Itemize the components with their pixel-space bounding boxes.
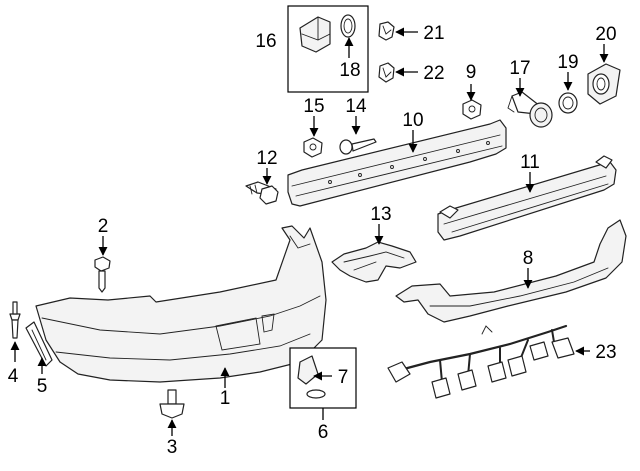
push-pin-14-drawing (339, 138, 377, 155)
callout-23: 23 (595, 342, 616, 363)
callout-13: 13 (370, 204, 391, 225)
callout-10: 10 (402, 110, 423, 131)
callout-2: 2 (98, 216, 109, 237)
nut-9-drawing (462, 99, 482, 120)
callouts: 1 2 3 4 5 6 7 8 9 10 11 12 13 14 15 16 1… (8, 23, 617, 458)
callout-22: 22 (423, 63, 444, 84)
sensor-ring-drawing (340, 14, 356, 38)
park-sensor-drawing (507, 91, 553, 128)
callout-21: 21 (423, 23, 444, 44)
impact-bar-holes (328, 141, 490, 184)
callout-4: 4 (8, 366, 19, 387)
nut-15-drawing (303, 137, 323, 158)
callout-6: 6 (318, 422, 329, 443)
callout-8: 8 (523, 248, 534, 269)
bolt-2-drawing (94, 256, 111, 293)
bumper-cover-drawing (35, 225, 327, 383)
callout-18: 18 (339, 60, 360, 81)
callout-5: 5 (37, 376, 48, 397)
callout-16: 16 (255, 31, 276, 52)
energy-absorber-drawing (437, 155, 617, 241)
callout-14: 14 (345, 96, 367, 117)
bolt-12-drawing (245, 181, 279, 205)
callout-12: 12 (256, 148, 277, 169)
reflector-5-drawing (25, 321, 53, 367)
callout-19: 19 (557, 52, 578, 73)
callout-3: 3 (167, 437, 178, 458)
sensor-holder-20-drawing (587, 63, 621, 105)
trim-pad-drawing (306, 389, 326, 399)
clip-21-drawing (378, 21, 395, 41)
clip-22-drawing (378, 62, 395, 83)
callout-11: 11 (520, 152, 540, 173)
callout-9: 9 (466, 62, 477, 83)
callout-7: 7 (338, 367, 349, 388)
callout-17: 17 (509, 58, 530, 79)
harness-connectors (387, 337, 575, 399)
bolt-3-drawing (159, 389, 185, 419)
leader-lines (10, 27, 609, 436)
sensor-holder-kit-box (287, 5, 369, 93)
wiring-harness-drawing (387, 324, 575, 399)
sensor-ring-inner (343, 18, 353, 34)
lower-valance-drawing (395, 219, 627, 323)
stud-4-drawing (9, 301, 21, 339)
callout-1: 1 (220, 388, 231, 409)
side-bracket-drawing (331, 241, 417, 283)
kit-box-frame (287, 5, 369, 93)
trim-clip-drawing (297, 355, 319, 385)
callout-15: 15 (303, 96, 324, 117)
trim-kit-box (289, 347, 357, 409)
callout-20: 20 (595, 24, 616, 45)
sensor-holder-detail (301, 16, 331, 41)
sensor-ring-19-drawing (558, 92, 578, 114)
impact-bar-drawing (287, 119, 507, 207)
